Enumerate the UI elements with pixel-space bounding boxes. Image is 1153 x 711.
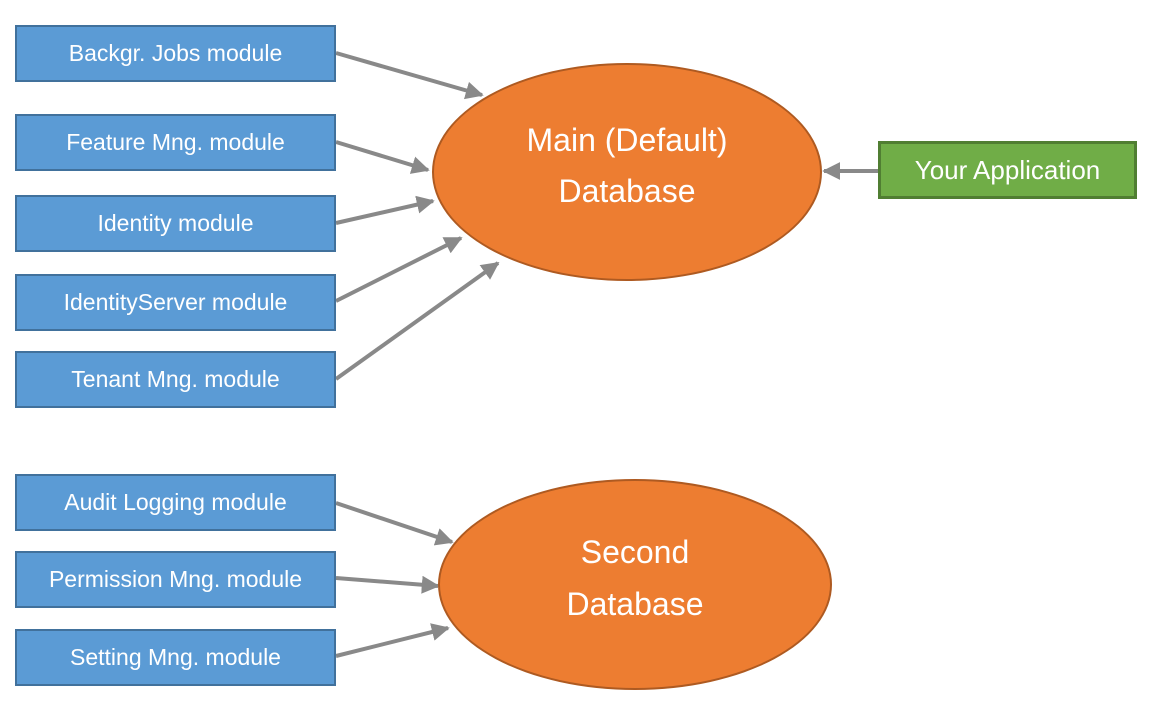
module-box-permission-mng: Permission Mng. module: [15, 551, 336, 608]
module-label: Tenant Mng. module: [71, 366, 280, 392]
database-ellipse-second: Second Database: [438, 479, 832, 690]
module-label: Audit Logging module: [64, 489, 287, 515]
arrow-feature-mng-to-main-db: [335, 140, 430, 174]
module-box-tenant-mng: Tenant Mng. module: [15, 351, 336, 408]
module-box-setting-mng: Setting Mng. module: [15, 629, 336, 686]
module-label: Backgr. Jobs module: [68, 40, 283, 66]
module-box-feature-mng: Feature Mng. module: [15, 114, 336, 171]
arrow-tenant-mng-to-main-db: [334, 261, 500, 381]
database-label-line1: Main (Default): [526, 121, 728, 158]
arrow-setting-mng-to-second-db: [335, 623, 450, 658]
module-box-identity: Identity module: [15, 195, 336, 252]
your-application-box: Your Application: [878, 141, 1137, 199]
database-label: Second Database: [567, 527, 704, 629]
database-label-line1: Second: [580, 534, 690, 571]
module-box-identityserver: IdentityServer module: [15, 274, 336, 331]
arrow-identity-to-main-db: [335, 195, 435, 225]
module-label: IdentityServer module: [63, 289, 288, 315]
database-label: Main (Default) Database: [527, 115, 728, 217]
module-box-backgr-jobs: Backgr. Jobs module: [15, 25, 336, 82]
module-box-audit-logging: Audit Logging module: [15, 474, 336, 531]
arrow-audit-logging-to-second-db: [335, 501, 454, 546]
database-ellipse-main: Main (Default) Database: [432, 63, 822, 281]
arrow-backgr-jobs-to-main-db: [335, 51, 484, 100]
arrow-identityserver-to-main-db: [335, 236, 463, 303]
database-label-line2: Database: [558, 173, 696, 209]
your-application-label: Your Application: [914, 154, 1101, 185]
module-label: Feature Mng. module: [66, 129, 285, 155]
module-label: Permission Mng. module: [48, 566, 303, 592]
module-label: Setting Mng. module: [70, 644, 281, 670]
module-label: Identity module: [97, 210, 254, 236]
arrow-permission-mng-to-second-db: [335, 575, 440, 594]
database-label-line2: Database: [566, 585, 704, 622]
